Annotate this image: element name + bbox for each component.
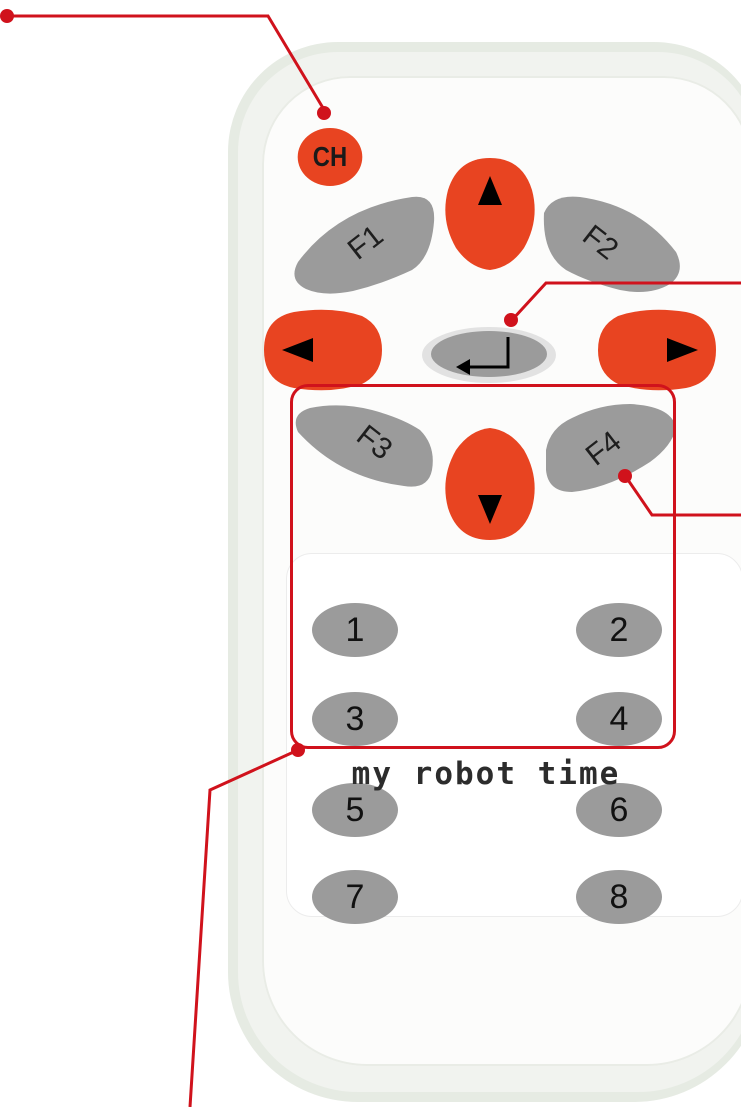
number-label: 3 (346, 700, 365, 739)
left-button[interactable] (264, 310, 382, 391)
number-label: 7 (346, 878, 365, 917)
number-label: 6 (610, 791, 629, 830)
ch-button[interactable]: CH (298, 128, 363, 186)
number-button-3[interactable]: 3 (312, 692, 398, 746)
brand-logo-text: my robot time (286, 756, 686, 792)
callout-dot-origin (0, 9, 14, 23)
number-label: 5 (346, 791, 365, 830)
number-button-4[interactable]: 4 (576, 692, 662, 746)
number-button-2[interactable]: 2 (576, 603, 662, 657)
number-label: 8 (610, 878, 629, 917)
callout-ch (6, 16, 326, 113)
callout-dot-enter (504, 313, 518, 327)
ch-label: CH (313, 141, 347, 173)
callout-dot-ch (317, 106, 331, 120)
number-button-7[interactable]: 7 (312, 870, 398, 924)
number-button-1[interactable]: 1 (312, 603, 398, 657)
right-button[interactable] (598, 310, 716, 391)
number-label: 1 (346, 611, 365, 650)
number-button-8[interactable]: 8 (576, 870, 662, 924)
callout-keypad (190, 750, 298, 1107)
enter-button[interactable] (431, 331, 547, 377)
number-label: 4 (610, 700, 629, 739)
number-label: 2 (610, 611, 629, 650)
up-button[interactable] (445, 158, 534, 270)
